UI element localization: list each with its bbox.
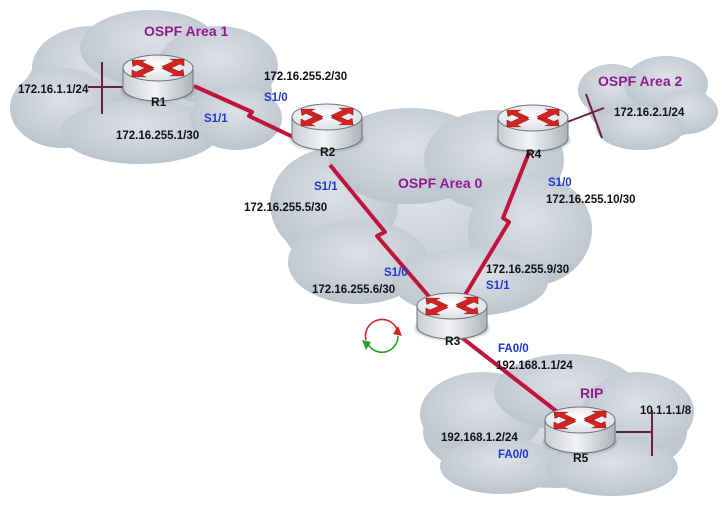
lan-r4-bar [585, 93, 603, 139]
area-label-ospf-1: OSPF Area 1 [144, 23, 229, 39]
label-r5-fa00-intf: FA0/0 [498, 449, 529, 461]
redistribution-icon [362, 318, 402, 354]
label-r4-s10-ip: 172.16.255.10/30 [546, 194, 636, 206]
label-r2-s10-intf: S1/0 [264, 92, 288, 104]
label-r3-fa00-ip: 192.168.1.1/24 [496, 360, 573, 372]
label-r3-s10-intf: S1/0 [384, 267, 408, 279]
label-r4-s10-intf: S1/0 [548, 177, 572, 189]
router-icon [496, 105, 570, 152]
link-r1-r2 [193, 84, 313, 148]
label-r1-lan: 172.16.1.1/24 [18, 84, 89, 96]
router-r4 [496, 105, 570, 152]
label-r3-s11-intf: S1/1 [486, 280, 510, 292]
cloud-ospf-area-2 [578, 56, 718, 150]
router-name-r4: R4 [526, 147, 542, 161]
label-r2-s11-ip: 172.16.255.5/30 [244, 202, 327, 214]
label-r1-s11-ip: 172.16.255.1/30 [116, 130, 199, 142]
label-r3-s10-ip: 172.16.255.6/30 [312, 284, 395, 296]
router-icon [290, 104, 364, 151]
router-name-r3: R3 [445, 334, 461, 348]
router-r2 [290, 104, 364, 151]
router-r5 [543, 407, 617, 454]
router-name-r5: R5 [573, 451, 589, 465]
lan-r4 [561, 107, 605, 125]
area-label-ospf-0: OSPF Area 0 [398, 175, 483, 191]
label-r2-s10-ip: 172.16.255.2/30 [264, 71, 347, 83]
area-label-ospf-2: OSPF Area 2 [598, 73, 683, 89]
router-icon [543, 407, 617, 454]
router-name-r1: R1 [151, 95, 167, 109]
link-r4-r3 [460, 149, 532, 302]
label-r5-fa00-ip: 192.168.1.2/24 [441, 432, 518, 444]
cloud-ospf-area-1 [10, 10, 282, 164]
label-r3-fa00-intf: FA0/0 [498, 343, 529, 355]
router-icon [415, 293, 489, 340]
label-r1-s11-intf: S1/1 [204, 113, 228, 125]
link-r2-r3 [328, 163, 434, 302]
label-r4-lan: 172.16.2.1/24 [614, 107, 685, 119]
label-r5-lan: 10.1.1.1/8 [640, 405, 692, 417]
label-r3-s11-ip: 172.16.255.9/30 [486, 264, 569, 276]
label-r2-s11-intf: S1/1 [314, 181, 338, 193]
router-r3 [415, 293, 489, 340]
area-label-rip: RIP [580, 385, 603, 401]
router-name-r2: R2 [320, 145, 336, 159]
